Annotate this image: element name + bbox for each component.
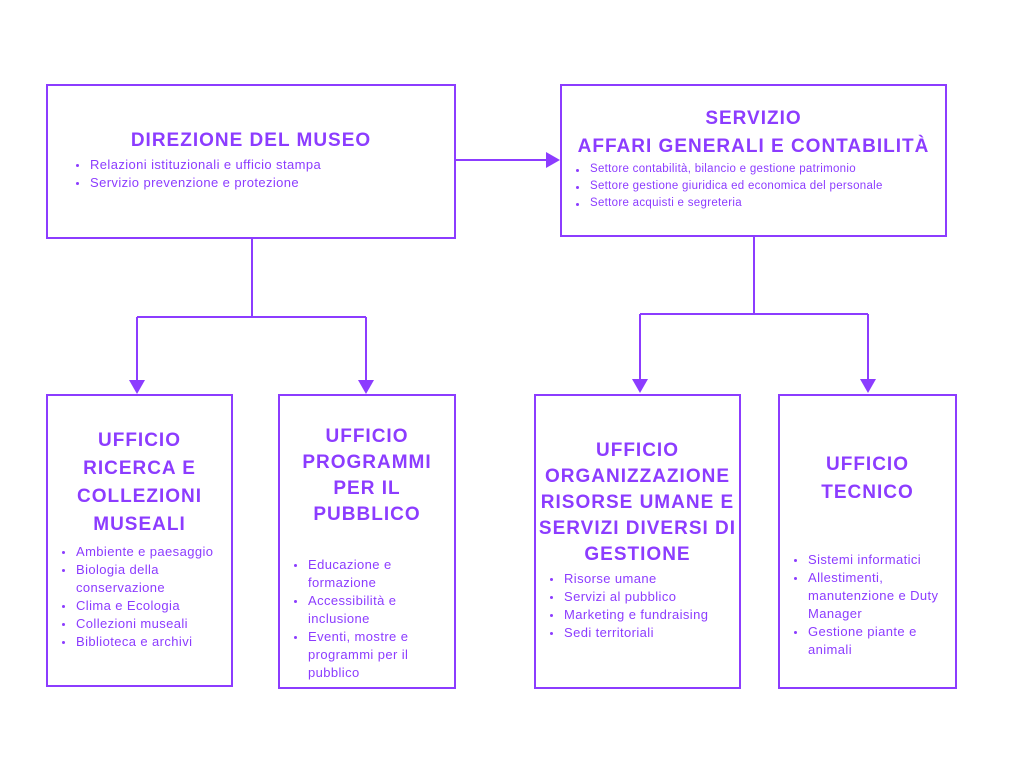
list-item: Accessibilità e inclusione xyxy=(292,592,420,628)
box-tecnico: UFFICIO TECNICO Sistemi informatici Alle… xyxy=(778,394,957,689)
title-line: UFFICIO xyxy=(596,440,679,461)
list-item: Settore gestione giuridica ed economica … xyxy=(574,178,883,195)
list-item: Allestimenti, manutenzione e Duty Manage… xyxy=(792,569,952,623)
list-item: Clima e Ecologia xyxy=(60,597,225,615)
list-item: Relazioni istituzionali e ufficio stampa xyxy=(74,156,321,174)
box-list: Ambiente e paesaggio Biologia della cons… xyxy=(60,543,225,651)
title-line: PROGRAMMI xyxy=(302,452,432,473)
list-item: Gestione piante e animali xyxy=(792,623,933,659)
list-item: Sedi territoriali xyxy=(548,624,708,642)
box-servizio: SERVIZIO AFFARI GENERALI E CONTABILITÀ S… xyxy=(560,84,947,237)
list-item: Ambiente e paesaggio xyxy=(60,543,225,561)
title-line: PUBBLICO xyxy=(313,504,421,525)
list-item: Biologia della conservazione xyxy=(60,561,186,597)
box-programmi: UFFICIO PROGRAMMI PER IL PUBBLICO Educaz… xyxy=(278,394,456,689)
title-line: UFFICIO xyxy=(98,430,181,451)
box-title: UFFICIO PROGRAMMI PER IL PUBBLICO xyxy=(280,424,454,528)
title-line: PER IL xyxy=(333,478,401,499)
box-list: Settore contabilità, bilancio e gestione… xyxy=(574,161,883,212)
title-line: UFFICIO xyxy=(325,426,409,447)
list-item: Eventi, mostre e programmi per il pubbli… xyxy=(292,628,420,682)
box-list: Educazione e formazione Accessibilità e … xyxy=(292,556,420,682)
title-line: ORGANIZZAZIONE xyxy=(545,466,730,487)
box-ricerca: UFFICIO RICERCA E COLLEZIONI MUSEALI Amb… xyxy=(46,394,233,687)
list-item: Risorse umane xyxy=(548,570,708,588)
list-item: Servizi al pubblico xyxy=(548,588,708,606)
box-list: Relazioni istituzionali e ufficio stampa… xyxy=(74,156,321,192)
box-list: Risorse umane Servizi al pubblico Market… xyxy=(548,570,708,642)
list-item: Educazione e formazione xyxy=(292,556,420,592)
list-item: Settore acquisti e segreteria xyxy=(574,195,883,212)
box-title: DIREZIONE DEL MUSEO xyxy=(48,128,454,154)
title-line: UFFICIO xyxy=(826,454,909,475)
box-organizzazione: UFFICIO ORGANIZZAZIONE RISORSE UMANE E S… xyxy=(534,394,741,689)
title-line: DIREZIONE DEL MUSEO xyxy=(130,130,372,151)
title-line: TECNICO xyxy=(821,482,914,503)
box-title: UFFICIO RICERCA E COLLEZIONI MUSEALI xyxy=(48,427,231,539)
box-list: Sistemi informatici Allestimenti, manute… xyxy=(792,551,952,659)
title-line: RISORSE UMANE E xyxy=(540,492,735,513)
box-title: SERVIZIO AFFARI GENERALI E CONTABILITÀ xyxy=(562,105,945,161)
list-item: Servizio prevenzione e protezione xyxy=(74,174,321,192)
list-item: Biblioteca e archivi xyxy=(60,633,225,651)
list-item: Settore contabilità, bilancio e gestione… xyxy=(574,161,883,178)
box-title: UFFICIO TECNICO xyxy=(780,451,955,507)
title-line: RICERCA E xyxy=(83,458,196,479)
title-line: COLLEZIONI xyxy=(76,486,203,507)
title-line: MUSEALI xyxy=(93,514,186,535)
box-direzione: DIREZIONE DEL MUSEO Relazioni istituzion… xyxy=(46,84,456,239)
title-line: AFFARI GENERALI E CONTABILITÀ xyxy=(577,136,930,157)
list-item: Sistemi informatici xyxy=(792,551,952,569)
title-line: GESTIONE xyxy=(584,544,691,565)
title-line: SERVIZIO xyxy=(705,108,802,129)
list-item: Collezioni museali xyxy=(60,615,225,633)
title-line: SERVIZI DIVERSI DI xyxy=(538,518,737,539)
box-title: UFFICIO ORGANIZZAZIONE RISORSE UMANE E S… xyxy=(536,438,739,568)
list-item: Marketing e fundraising xyxy=(548,606,708,624)
